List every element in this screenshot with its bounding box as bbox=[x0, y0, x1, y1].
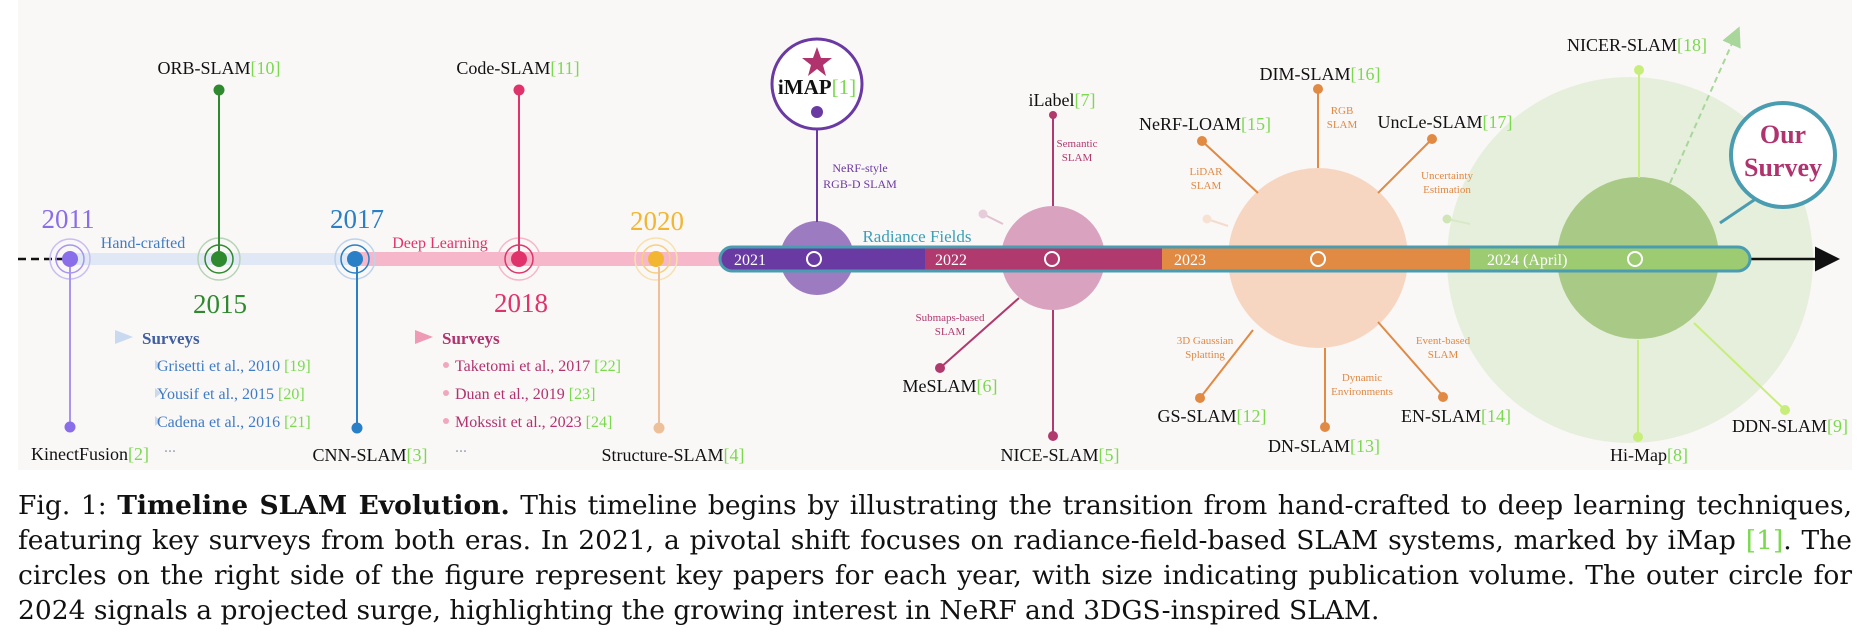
caption-text-2: . The circles on the right side of the f… bbox=[18, 525, 1852, 626]
survey-item: Grisetti et al., 2010 [19] bbox=[157, 358, 311, 375]
projection-arrow bbox=[1669, 26, 1741, 184]
group-2022: iLabel[7] Semantic SLAM MeSLAM[6] Submap… bbox=[902, 90, 1119, 465]
our-survey-bubble: Our Survey bbox=[1719, 101, 1837, 225]
our-survey-line2: Survey bbox=[1744, 153, 1822, 182]
annotation-nerf-style: NeRF-style bbox=[832, 161, 887, 175]
annotation-dynamic: Dynamic bbox=[1342, 372, 1382, 384]
label-dim-slam: DIM-SLAM[16] bbox=[1259, 64, 1380, 84]
annotation-submaps: Submaps-based bbox=[915, 312, 985, 324]
deep-learning-band bbox=[355, 252, 720, 266]
dot-code-slam bbox=[513, 84, 525, 96]
label-ilabel: iLabel[7] bbox=[1029, 90, 1096, 110]
year-2015: 2015 bbox=[193, 289, 247, 319]
year-2011: 2011 bbox=[42, 204, 95, 234]
node-2017 bbox=[334, 238, 376, 280]
our-survey-line1: Our bbox=[1760, 120, 1806, 149]
dot-structure-slam bbox=[653, 422, 665, 434]
annotation-splatting: Splatting bbox=[1185, 349, 1225, 361]
survey-list-hand-crafted: Surveys Grisetti et al., 2010 [19] Yousi… bbox=[115, 329, 311, 456]
year-2020: 2020 bbox=[630, 206, 684, 236]
annotation-gaussian: 3D Gaussian bbox=[1177, 335, 1234, 347]
annotation-environments: Environments bbox=[1331, 386, 1393, 398]
caption-prefix: Fig. 1: bbox=[18, 490, 118, 521]
survey-item: Mokssit et al., 2023 [24] bbox=[455, 414, 612, 431]
era-deep-learning: Deep Learning bbox=[392, 235, 488, 252]
dot-kinectfusion bbox=[64, 421, 76, 433]
segment-2022: 2022 bbox=[935, 252, 967, 269]
group-2023: NeRF-LOAM[15] LiDAR SLAM DIM-SLAM[16] RG… bbox=[1139, 64, 1512, 456]
label-kinectfusion: KinectFusion[2] bbox=[31, 444, 149, 464]
segment-2024: 2024 (April) bbox=[1487, 252, 1567, 269]
label-code-slam: Code-SLAM[11] bbox=[456, 58, 579, 78]
caption-title: Timeline SLAM Evolution. bbox=[117, 490, 510, 521]
label-nerf-loam: NeRF-LOAM[15] bbox=[1139, 114, 1271, 134]
survey-more: ... bbox=[455, 439, 467, 456]
survey-item: Cadena et al., 2016 [21] bbox=[157, 414, 311, 431]
survey-list-deep-learning: Surveys Taketomi et al., 2017 [22] Duan … bbox=[415, 329, 621, 456]
imap-node: iMAP[1] NeRF-style RGB-D SLAM bbox=[770, 37, 897, 222]
label-nicer-slam: NICER-SLAM[18] bbox=[1567, 35, 1707, 55]
node-2020 bbox=[634, 237, 678, 281]
era-radiance-fields: Radiance Fields bbox=[862, 227, 971, 246]
survey-more: ... bbox=[164, 439, 176, 456]
year-2018: 2018 bbox=[494, 288, 548, 318]
annotation-lidar-slam: SLAM bbox=[1191, 180, 1222, 192]
label-hi-map: Hi-Map[8] bbox=[1610, 445, 1688, 465]
annotation-lidar: LiDAR bbox=[1190, 166, 1224, 178]
label-imap: iMAP[1] bbox=[778, 75, 856, 99]
label-dn-slam: DN-SLAM[13] bbox=[1268, 436, 1380, 456]
survey-title-left: Surveys bbox=[142, 329, 200, 348]
survey-item: Duan et al., 2019 [23] bbox=[455, 386, 595, 403]
annotation-rgb: RGB bbox=[1331, 105, 1354, 117]
annotation-estimation: Estimation bbox=[1423, 184, 1471, 196]
annotation-rgb-slam: SLAM bbox=[1327, 119, 1358, 131]
label-ddn-slam: DDN-SLAM[9] bbox=[1732, 416, 1848, 436]
dot-cnn-slam bbox=[351, 422, 363, 434]
annotation-rgbd-slam: RGB-D SLAM bbox=[823, 177, 897, 191]
annotation-uncertainty: Uncertainty bbox=[1421, 170, 1473, 182]
label-uncle-slam: UncLe-SLAM[17] bbox=[1378, 112, 1513, 132]
annotation-event-slam: SLAM bbox=[1428, 349, 1459, 361]
caption-citation: [1] bbox=[1745, 525, 1784, 556]
label-nice-slam: NICE-SLAM[5] bbox=[1001, 445, 1120, 465]
era-hand-crafted: Hand-crafted bbox=[101, 235, 185, 252]
dot-orb-slam bbox=[213, 84, 225, 96]
annotation-submaps-slam: SLAM bbox=[935, 326, 966, 338]
year-2017: 2017 bbox=[330, 204, 384, 234]
radiance-fields-bar: 2021 2022 2023 2024 (April) bbox=[718, 245, 1752, 273]
label-meslam: MeSLAM[6] bbox=[902, 376, 997, 396]
survey-item: Yousif et al., 2015 [20] bbox=[157, 386, 305, 403]
star-icon bbox=[802, 47, 832, 76]
annotation-semantic-slam: SLAM bbox=[1062, 152, 1093, 164]
group-2024: NICER-SLAM[18] DDN-SLAM[9] Hi-Map[8] bbox=[1567, 26, 1848, 465]
annotation-event: Event-based bbox=[1416, 335, 1471, 347]
survey-item: Taketomi et al., 2017 [22] bbox=[455, 358, 621, 375]
label-structure-slam: Structure-SLAM[4] bbox=[602, 445, 745, 465]
slam-timeline-figure: Hand-crafted Deep Learning Radiance Fiel… bbox=[18, 26, 1849, 465]
label-orb-slam: ORB-SLAM[10] bbox=[157, 58, 280, 78]
segment-2021: 2021 bbox=[734, 252, 766, 269]
annotation-semantic: Semantic bbox=[1057, 138, 1098, 150]
survey-title-right: Surveys bbox=[442, 329, 500, 348]
label-en-slam: EN-SLAM[14] bbox=[1401, 406, 1511, 426]
caption-text-1: This timeline begins by illustrating the… bbox=[18, 490, 1852, 556]
segment-2023: 2023 bbox=[1174, 252, 1206, 269]
label-cnn-slam: CNN-SLAM[3] bbox=[312, 445, 427, 465]
label-gs-slam: GS-SLAM[12] bbox=[1157, 406, 1266, 426]
figure-caption: Fig. 1: Timeline SLAM Evolution. This ti… bbox=[18, 488, 1852, 628]
